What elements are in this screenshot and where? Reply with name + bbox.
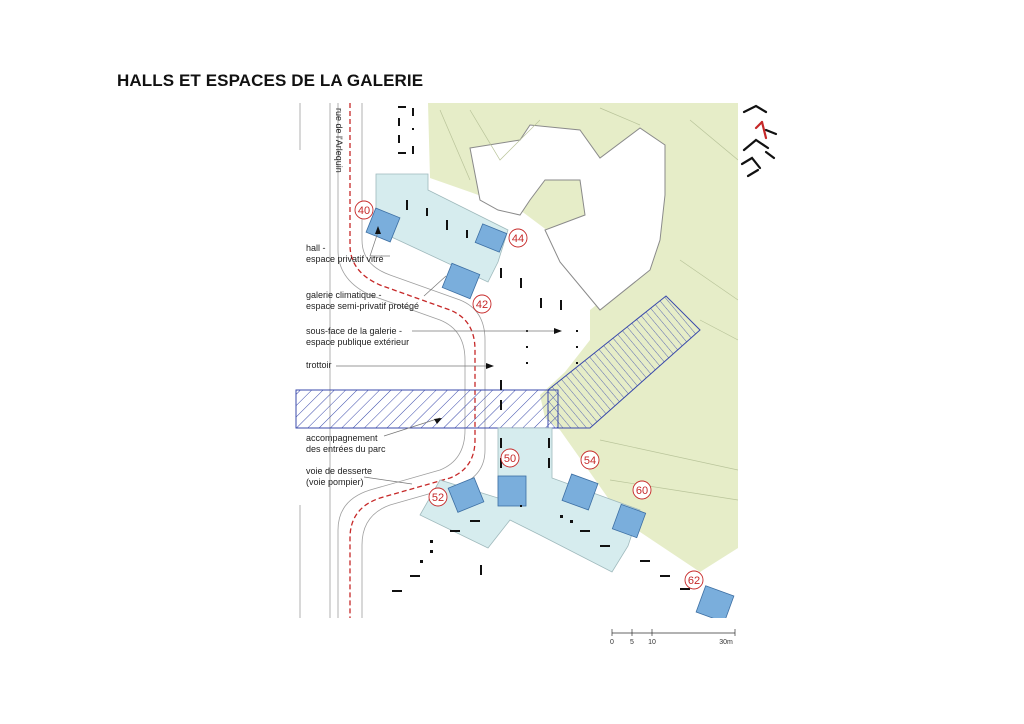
- svg-text:52: 52: [432, 492, 444, 504]
- hall-marker-62: 62: [684, 570, 704, 590]
- legend-sous-face: sous-face de la galerie -espace publique…: [306, 326, 409, 347]
- hall-marker-50: 50: [500, 448, 520, 468]
- map-area: [295, 103, 738, 618]
- hall-markers: 40 44 42 50 54 60 52 62: [354, 200, 704, 590]
- site-location-icon: [740, 104, 778, 178]
- svg-text:40: 40: [358, 205, 370, 217]
- leader-lines: [336, 231, 560, 485]
- hall-40: [365, 207, 401, 243]
- svg-text:62: 62: [688, 575, 700, 587]
- legend-galerie: galerie climatique -espace semi-privatif…: [306, 290, 419, 311]
- hall-marker-60: 60: [632, 480, 652, 500]
- footbridge-hatch: [547, 295, 701, 429]
- scale-tick-0: 0: [610, 639, 614, 646]
- contour-lines: [439, 107, 738, 501]
- street-name: rue de l'Arlequin: [334, 108, 344, 173]
- legend-voie: voie de desserte(voie pompier): [306, 466, 372, 487]
- svg-text:60: 60: [636, 485, 648, 497]
- svg-text:42: 42: [476, 299, 488, 311]
- page-title: HALLS ET ESPACES DE LA GALERIE: [117, 71, 424, 90]
- structure-marks: [392, 106, 690, 592]
- halls: [365, 207, 735, 618]
- hall-54: [561, 473, 599, 511]
- leader-arrows: [375, 226, 562, 424]
- hall-60: [611, 503, 647, 539]
- hall-62: [695, 585, 735, 618]
- legend-trottoir: trottoir: [306, 360, 332, 370]
- scale-tick-10: 10: [648, 639, 656, 646]
- legend: hall -espace privatif vitré galerie clim…: [306, 243, 419, 487]
- legend-hall: hall -espace privatif vitré: [306, 243, 384, 264]
- building-footprint: [469, 124, 666, 311]
- hall-marker-44: 44: [508, 228, 528, 248]
- hall-marker-40: 40: [354, 200, 374, 220]
- scale-tick-30m: 30m: [719, 639, 733, 646]
- scale-tick-5: 5: [630, 639, 634, 646]
- hall-52: [447, 477, 485, 513]
- hall-marker-42: 42: [472, 294, 492, 314]
- hall-marker-52: 52: [428, 487, 448, 507]
- svg-text:54: 54: [584, 455, 596, 467]
- hall-42: [441, 262, 481, 300]
- galerie-south: [419, 427, 641, 573]
- hall-50: [497, 475, 527, 507]
- scale-bar: 0 5 10 30m: [610, 629, 736, 646]
- svg-text:44: 44: [512, 233, 524, 245]
- svg-text:50: 50: [504, 453, 516, 465]
- hall-44: [474, 223, 508, 253]
- hall-marker-54: 54: [580, 450, 600, 470]
